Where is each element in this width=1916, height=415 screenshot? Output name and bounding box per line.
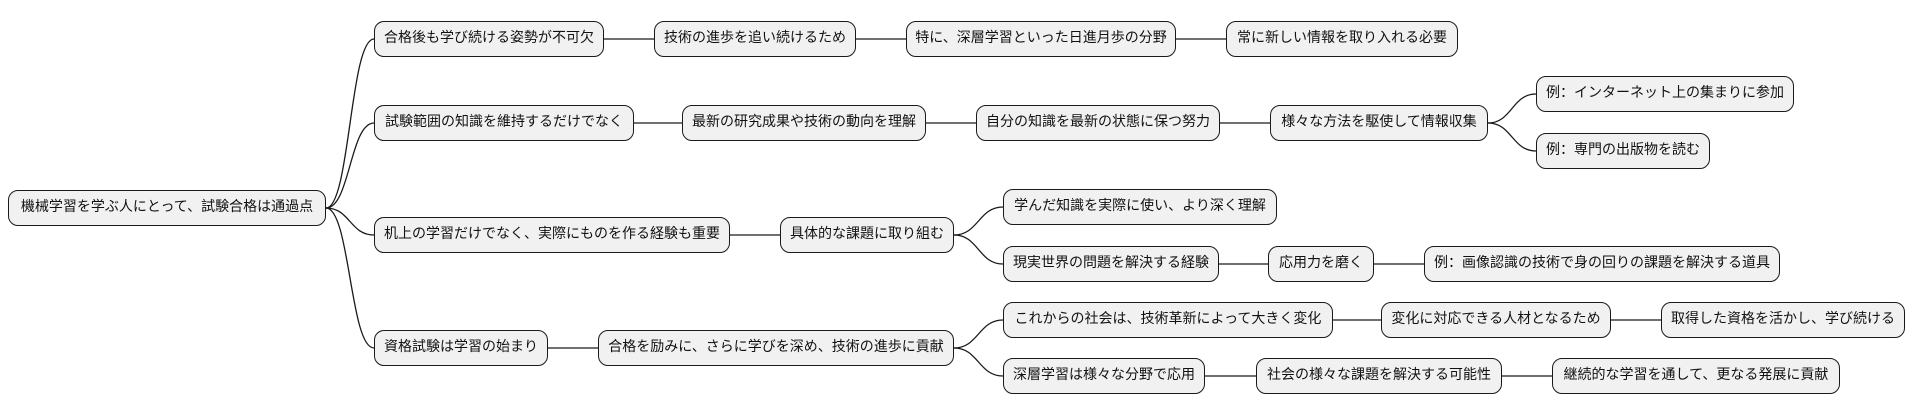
branch2-step2-node: 自分の知識を最新の状態に保つ努力 <box>976 105 1220 141</box>
root-node: 機械学習を学ぶ人にとって、試験合格は通過点 <box>8 190 326 226</box>
branch2-step1-node: 最新の研究成果や技術の動向を理解 <box>682 105 926 141</box>
branch3-node: 机上の学習だけでなく、実際にものを作る経験も重要 <box>374 217 730 253</box>
connector-root-to-branch2 <box>325 122 375 209</box>
branch3-step1-node: 具体的な課題に取り組む <box>780 217 954 253</box>
branch4-sub1-node: これからの社会は、技術革新によって大きく変化 <box>1003 302 1333 338</box>
connector-root-to-branch4 <box>325 207 375 349</box>
branch4-sub1-step2-node: 取得した資格を活かし、学び続ける <box>1661 302 1905 338</box>
branch1-step1-node: 技術の進歩を追い続けるため <box>654 21 856 57</box>
branch2-step3-node: 様々な方法を駆使して情報収集 <box>1270 105 1488 141</box>
branch4-sub1-step1-node: 変化に対応できる人材となるため <box>1381 302 1611 338</box>
connector-root-to-branch1 <box>325 38 375 209</box>
branch3-sub2-step1-node: 応用力を磨く <box>1268 246 1374 282</box>
connector-branch3-step1-to-branch3-sub1 <box>953 206 1004 236</box>
branch1-node: 合格後も学び続ける姿勢が不可欠 <box>374 21 604 57</box>
connector-root-to-branch3 <box>325 207 375 236</box>
branch3-sub2-step2-node: 例：画像認識の技術で身の回りの課題を解決する道具 <box>1424 246 1780 282</box>
connector-branch2-step3-to-branch2-example2 <box>1487 122 1537 152</box>
branch3-sub2-node: 現実世界の問題を解決する経験 <box>1003 246 1219 282</box>
branch4-node: 資格試験は学習の始まり <box>374 330 548 366</box>
connector-branch4-step1-to-branch4-sub1 <box>953 319 1004 349</box>
branch3-sub1-node: 学んだ知識を実際に使い、より深く理解 <box>1003 189 1277 225</box>
branch2-node: 試験範囲の知識を維持するだけでなく <box>374 105 634 141</box>
connector-branch3-step1-to-branch3-sub2 <box>953 234 1004 265</box>
branch2-example2-node: 例：専門の出版物を読む <box>1536 133 1710 169</box>
branch1-step2-node: 特に、深層学習といった日進月歩の分野 <box>906 21 1176 57</box>
connector-branch4-step1-to-branch4-sub2 <box>953 347 1004 377</box>
branch4-sub2-step2-node: 継続的な学習を通して、更なる発展に貢献 <box>1552 358 1840 394</box>
connector-branch2-step3-to-branch2-example1 <box>1487 93 1537 124</box>
branch4-sub2-node: 深層学習は様々な分野で応用 <box>1003 358 1205 394</box>
branch1-step3-node: 常に新しい情報を取り入れる必要 <box>1226 21 1458 57</box>
branch4-step1-node: 合格を励みに、さらに学びを深め、技術の進歩に貢献 <box>598 330 954 366</box>
branch4-sub2-step1-node: 社会の様々な課題を解決する可能性 <box>1256 358 1502 394</box>
branch2-example1-node: 例：インターネット上の集まりに参加 <box>1536 76 1794 112</box>
